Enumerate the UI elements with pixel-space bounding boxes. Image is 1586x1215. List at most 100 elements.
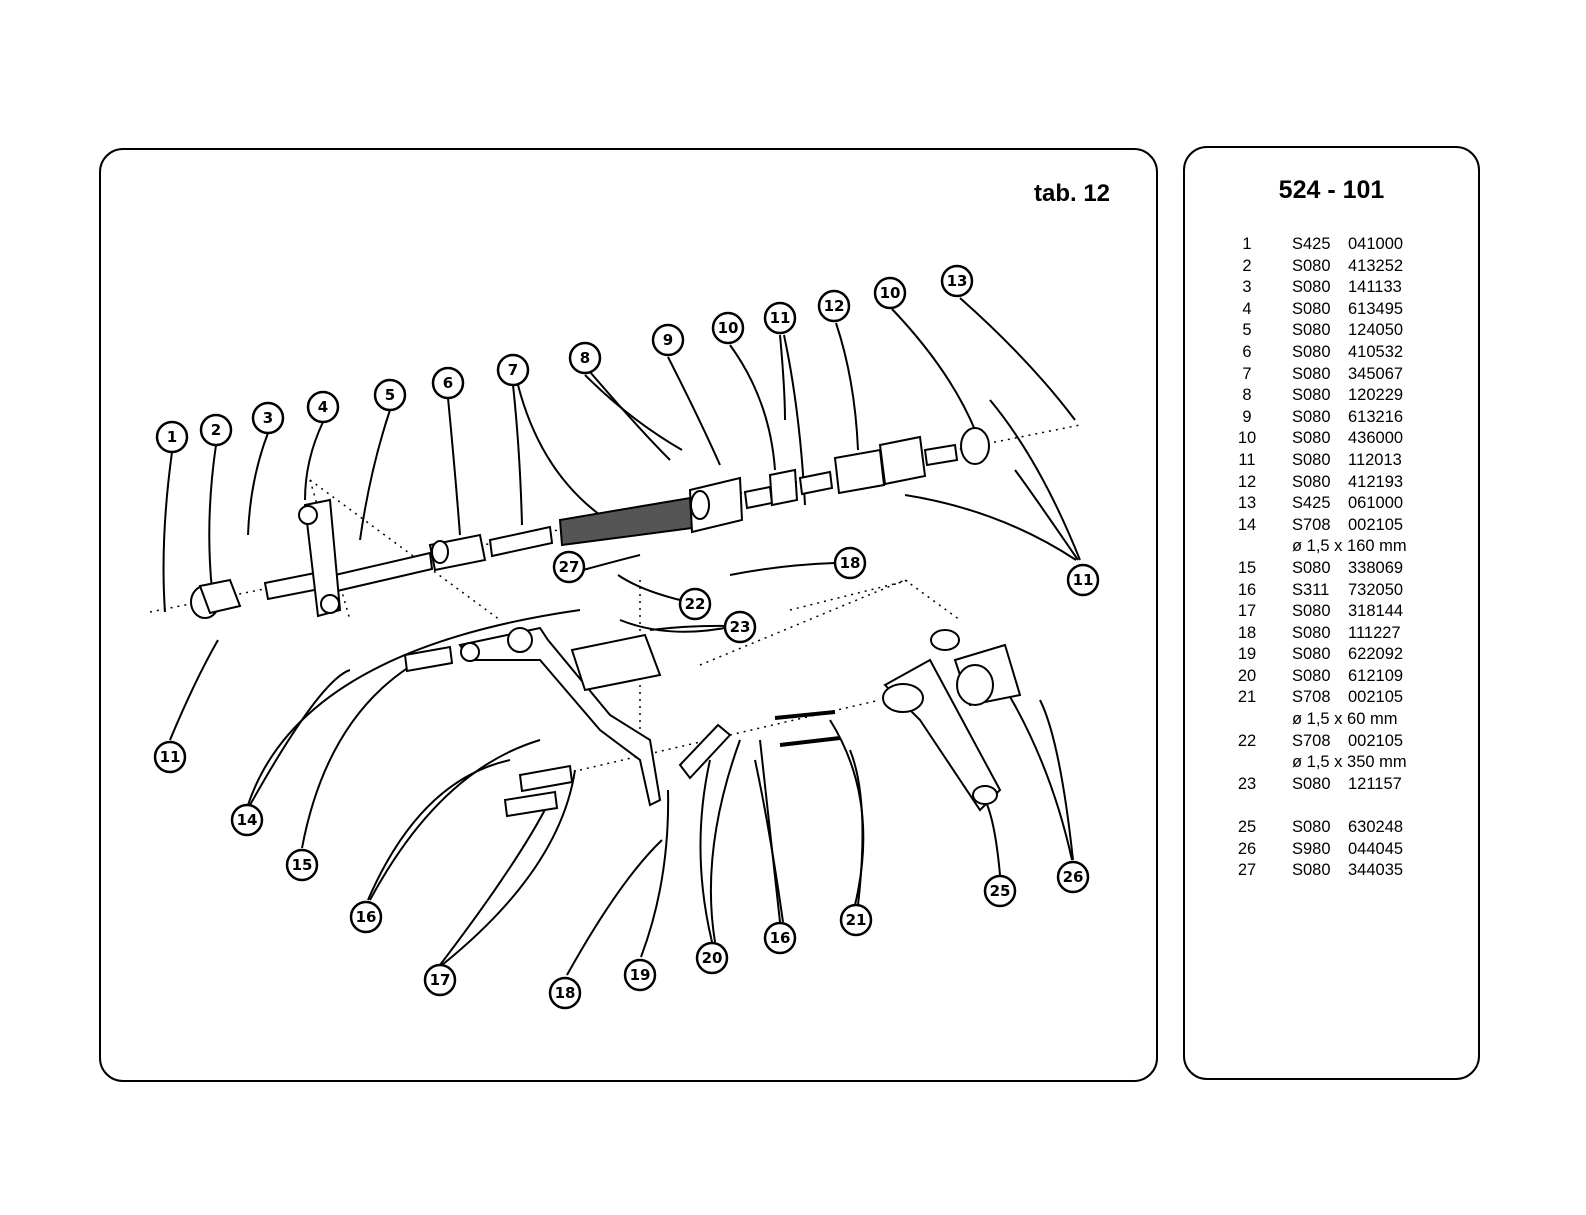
part-number: 26: [1237, 839, 1257, 858]
part-code: S080: [1292, 818, 1331, 837]
callout-marker: 22: [678, 587, 712, 621]
callout-label: 11: [1073, 571, 1094, 589]
callout-label: 4: [318, 398, 328, 416]
callout-label: 17: [430, 971, 451, 989]
callout-marker: 11: [1066, 563, 1100, 597]
callout-circle: [306, 390, 340, 424]
part-reference: 612109: [1348, 666, 1404, 685]
part-reference: 121157: [1348, 774, 1402, 793]
part-reference: 410532: [1348, 342, 1404, 361]
part-row: 7 S080 345067: [1230, 364, 1418, 386]
part-number: 25: [1237, 818, 1257, 837]
callout-circle: [230, 803, 264, 837]
part-code: S311: [1292, 580, 1330, 599]
part-code: S080: [1292, 450, 1331, 469]
part-reference: 112013: [1348, 450, 1402, 469]
part-code: S080: [1292, 429, 1331, 448]
callout-marker: 23: [723, 610, 757, 644]
callout-circle: [940, 264, 974, 298]
part-reference: 622092: [1348, 645, 1404, 664]
callout-marker: 12: [817, 289, 851, 323]
part-row: 19 S080 622092: [1230, 644, 1418, 666]
part-number: 1: [1242, 235, 1252, 253]
part-number: 5: [1242, 321, 1252, 340]
part-row: 26 S980 044045: [1230, 839, 1418, 861]
callout-marker: 20: [695, 941, 729, 975]
part-reference: 002105: [1348, 515, 1404, 534]
part-code: S080: [1292, 364, 1331, 383]
callout-circle: [285, 848, 319, 882]
part-code: S080: [1292, 666, 1331, 685]
callout-circle: [695, 941, 729, 975]
part-number: 27: [1237, 861, 1257, 880]
callout-label: 20: [702, 949, 723, 967]
part-row: 13 S425 061000: [1230, 493, 1418, 515]
callout-marker: 16: [763, 921, 797, 955]
part-number: 7: [1242, 364, 1252, 383]
part-reference: 318144: [1348, 602, 1404, 621]
part-reference: 044045: [1348, 839, 1404, 858]
callout-circle: [153, 740, 187, 774]
part-number: 12: [1237, 472, 1257, 491]
callout-label: 1: [167, 428, 177, 446]
callout-label: 25: [990, 882, 1011, 900]
callout-circle: [873, 276, 907, 310]
part-code: S080: [1292, 645, 1331, 664]
callout-marker: 25: [983, 874, 1017, 908]
callout-marker: 27: [552, 550, 586, 584]
part-number: 14: [1237, 515, 1257, 534]
callout-circle: [373, 378, 407, 412]
part-note: ø 1,5 x 60 mm: [1292, 710, 1398, 729]
callout-label: 11: [770, 309, 791, 327]
part-reference: 002105: [1348, 688, 1404, 707]
part-row: 14 S708 002105: [1230, 515, 1418, 537]
part-code: S080: [1292, 861, 1331, 880]
callout-circle: [651, 323, 685, 357]
part-code: S080: [1292, 299, 1331, 318]
part-reference: 613216: [1348, 407, 1404, 426]
callout-label: 15: [292, 856, 313, 874]
part-number: 20: [1237, 666, 1257, 685]
part-reference: 413252: [1348, 256, 1404, 275]
part-reference: 345067: [1348, 364, 1404, 383]
callout-marker: 10: [711, 311, 745, 345]
callout-circle: [155, 420, 189, 454]
callout-circle: [711, 311, 745, 345]
part-code: S708: [1292, 515, 1331, 534]
callout-label: 7: [508, 361, 518, 379]
leader-lines: [162, 297, 1081, 976]
part-reference: 124050: [1348, 321, 1404, 340]
callout-circle: [839, 903, 873, 937]
callout-circle: [1066, 563, 1100, 597]
callout-circle: [763, 921, 797, 955]
callout-label: 3: [263, 409, 273, 427]
part-code: S980: [1292, 839, 1331, 858]
callout-circle: [763, 301, 797, 335]
part-reference: 732050: [1348, 580, 1404, 599]
part-number: 19: [1237, 645, 1257, 664]
part-code: S080: [1292, 407, 1331, 426]
part-number: 15: [1237, 558, 1257, 577]
callout-label: 5: [385, 386, 395, 404]
callout-marker: 2: [199, 413, 233, 447]
callout-circle: [199, 413, 233, 447]
part-reference: 061000: [1348, 494, 1404, 513]
callout-label: 12: [824, 297, 845, 315]
callout-label: 16: [770, 929, 791, 947]
part-note-row: ø 1,5 x 60 mm: [1230, 709, 1418, 731]
part-code: S425: [1292, 494, 1331, 513]
part-number: 13: [1237, 494, 1257, 513]
part-reference: 002105: [1348, 731, 1404, 750]
